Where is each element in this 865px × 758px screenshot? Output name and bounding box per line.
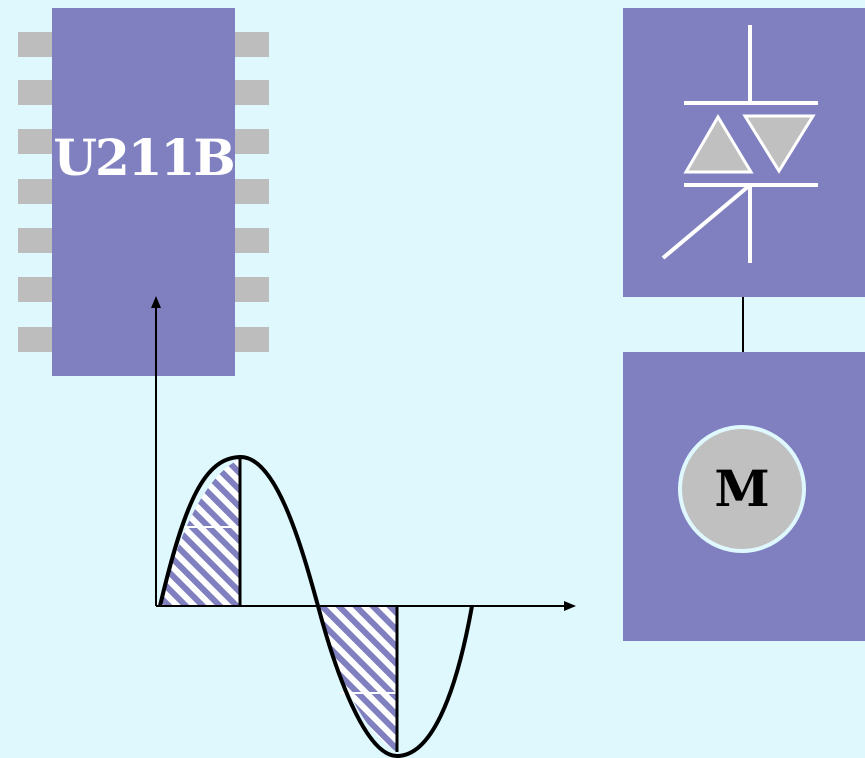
- ic-chip-body: [52, 8, 235, 376]
- ic-pin-left-2: [18, 80, 52, 105]
- ic-pin-right-2: [235, 80, 269, 105]
- ic-pin-left-1: [18, 32, 52, 57]
- ic-pin-right-5: [235, 228, 269, 253]
- ic-pin-left-3: [18, 129, 52, 154]
- ic-pin-left-5: [18, 228, 52, 253]
- ic-pin-left-4: [18, 179, 52, 204]
- hatched-region-negative: [318, 606, 397, 752]
- triac-symbol-icon: [661, 25, 818, 263]
- sine-waveform: [158, 454, 474, 758]
- ic-pin-left-7: [18, 327, 52, 352]
- ic-pin-right-3: [235, 129, 269, 154]
- motor-label: M: [714, 459, 770, 518]
- ic-chip-label: U211B: [53, 128, 235, 187]
- ic-pin-right-6: [235, 277, 269, 302]
- ic-pin-right-1: [235, 32, 269, 57]
- ic-pin-right-7: [235, 327, 269, 352]
- hatched-region-positive: [160, 459, 240, 606]
- motor-icon: [678, 425, 806, 553]
- ic-pin-right-4: [235, 179, 269, 204]
- ic-pin-left-6: [18, 277, 52, 302]
- triac-block: [623, 8, 865, 297]
